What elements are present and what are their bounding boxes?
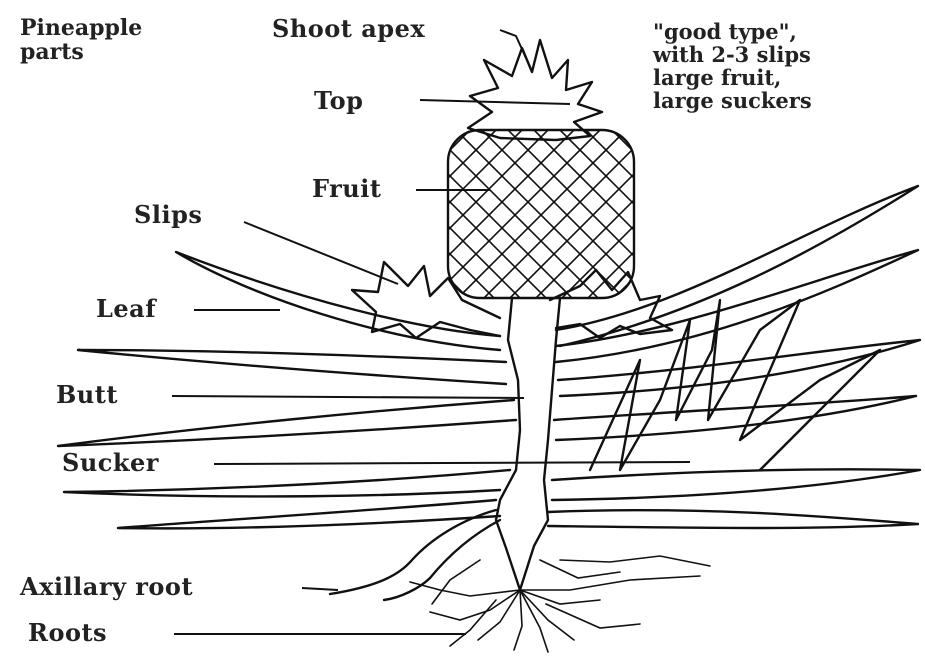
leader-top xyxy=(420,100,570,104)
label-butt: Butt xyxy=(56,382,118,408)
diagram-title: Pineapple parts xyxy=(20,16,142,64)
axillary-root-shape-2 xyxy=(384,520,500,600)
label-roots: Roots xyxy=(28,620,107,646)
leader-butt xyxy=(172,396,524,398)
leader-axillary-root xyxy=(302,588,338,590)
label-sucker: Sucker xyxy=(62,450,159,476)
leaf-left-2 xyxy=(78,350,506,384)
leaf-right-5 xyxy=(552,469,920,500)
leaf-left-5 xyxy=(118,500,500,528)
good-type-note: "good type", with 2-3 slips large fruit,… xyxy=(653,20,812,112)
roots-cluster xyxy=(410,556,710,652)
title-line-2: parts xyxy=(20,40,142,64)
leader-shoot-apex xyxy=(500,30,526,58)
label-leaf: Leaf xyxy=(96,296,156,322)
leaf-left-upper xyxy=(176,252,500,350)
leaf-right-6 xyxy=(548,510,918,528)
stem-butt xyxy=(496,298,560,590)
label-top: Top xyxy=(314,88,363,114)
leaf-right-4 xyxy=(554,396,916,440)
leader-sucker xyxy=(214,462,690,464)
label-fruit: Fruit xyxy=(312,176,381,202)
crown-top xyxy=(468,40,602,140)
note-line-1: "good type", xyxy=(653,20,812,43)
leader-slips xyxy=(244,222,398,284)
leaf-left-3 xyxy=(58,400,516,446)
title-line-1: Pineapple xyxy=(20,16,142,40)
label-slips: Slips xyxy=(134,202,202,228)
note-line-2: with 2-3 slips xyxy=(653,43,812,66)
note-line-4: large suckers xyxy=(653,89,812,112)
axillary-root-shape xyxy=(330,510,496,594)
label-axillary-root: Axillary root xyxy=(20,574,193,600)
label-shoot-apex: Shoot apex xyxy=(272,16,425,42)
note-line-3: large fruit, xyxy=(653,66,812,89)
